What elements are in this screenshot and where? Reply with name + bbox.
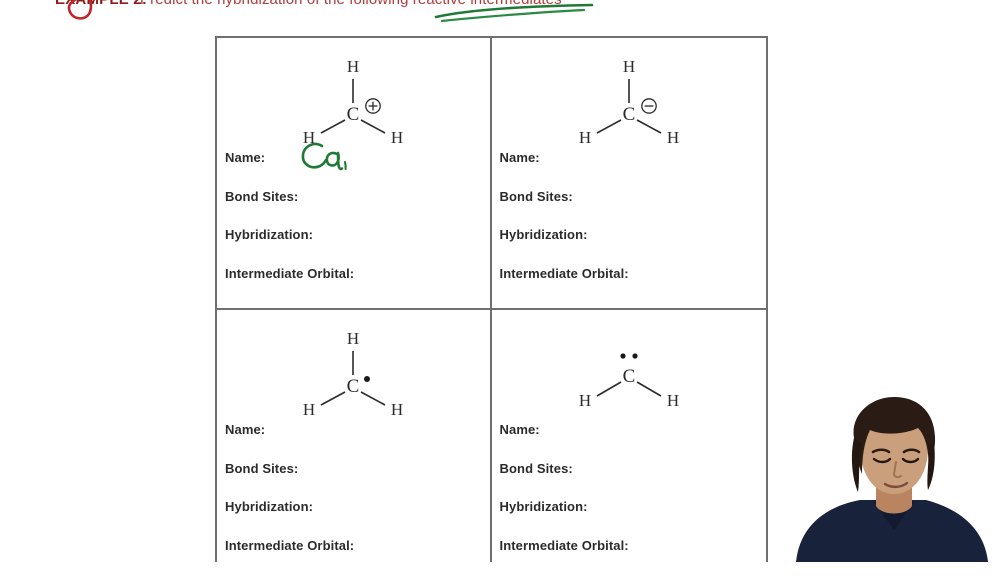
svg-text:H: H — [623, 57, 635, 76]
svg-text:C: C — [622, 366, 635, 387]
example-label: EXAMPLE 2: — [55, 0, 147, 8]
field-label-hybridization: Hybridization: — [500, 499, 588, 514]
field-row-hybridization: Hybridization: — [225, 227, 482, 266]
field-row-bond-sites: Bond Sites: — [500, 189, 759, 228]
field-row-hybridization: Hybridization: — [225, 499, 482, 538]
instructor-video-overlay[interactable] — [788, 394, 1000, 562]
field-row-bond-sites: Bond Sites: — [225, 461, 482, 500]
svg-text:C: C — [347, 104, 360, 125]
lewis-structure-carbene: C H H — [492, 320, 767, 430]
field-label-intermediate-orbital: Intermediate Orbital: — [225, 266, 354, 281]
field-row-hybridization: Hybridization: — [500, 499, 759, 538]
svg-text:H: H — [347, 329, 359, 348]
field-label-bond-sites: Bond Sites: — [225, 461, 298, 476]
svg-text:H: H — [667, 128, 679, 147]
field-label-bond-sites: Bond Sites: — [500, 189, 573, 204]
prompt-text: Predict the hybridization of the followi… — [140, 0, 562, 8]
field-label-hybridization: Hybridization: — [225, 227, 313, 242]
field-row-name: Name: — [500, 150, 759, 189]
fields-carbanion: Name: Bond Sites: Hybridization: Interme… — [500, 150, 759, 304]
svg-text:H: H — [303, 400, 315, 419]
circled-minus-icon — [642, 99, 656, 113]
field-label-intermediate-orbital: Intermediate Orbital: — [500, 538, 629, 553]
lewis-structure-radical: H C H H — [217, 320, 490, 430]
field-row-name: Name: — [500, 422, 759, 461]
svg-text:C: C — [347, 376, 360, 397]
field-label-intermediate-orbital: Intermediate Orbital: — [500, 266, 629, 281]
field-row-intermediate-orbital: Intermediate Orbital: — [225, 266, 482, 305]
svg-text:H: H — [579, 391, 591, 410]
lesson-header: EXAMPLE 2: Predict the hybridization of … — [0, 0, 1000, 17]
lone-pair-dots-icon — [620, 353, 637, 358]
circled-plus-icon — [366, 99, 380, 113]
svg-text:C: C — [622, 104, 635, 125]
fields-carbene: Name: Bond Sites: Hybridization: Interme… — [500, 422, 759, 576]
svg-text:H: H — [579, 128, 591, 147]
field-label-intermediate-orbital: Intermediate Orbital: — [225, 538, 354, 553]
radical-dot-icon — [364, 376, 370, 382]
field-answer-name — [297, 138, 367, 178]
svg-text:H: H — [391, 400, 403, 419]
svg-text:H: H — [391, 128, 403, 147]
field-label-hybridization: Hybridization: — [225, 499, 313, 514]
handwritten-answer-ca — [297, 138, 367, 174]
table-cell-carbanion: H C H H Name: Bond Sites: — [492, 38, 767, 310]
field-row-bond-sites: Bond Sites: — [500, 461, 759, 500]
field-row-name: Name: — [225, 150, 482, 189]
worksheet-table: H C H H Name: — [215, 36, 768, 562]
field-label-name: Name: — [500, 150, 540, 165]
fields-carbocation: Name: Bond Sites: Hybridization: Inte — [225, 150, 482, 304]
svg-text:H: H — [667, 391, 679, 410]
fields-radical: Name: Bond Sites: Hybridization: Interme… — [225, 422, 482, 576]
field-row-hybridization: Hybridization: — [500, 227, 759, 266]
field-label-name: Name: — [225, 150, 265, 165]
lewis-structure-carbanion: H C H H — [492, 48, 767, 158]
field-row-bond-sites: Bond Sites: — [225, 189, 482, 228]
field-label-hybridization: Hybridization: — [500, 227, 588, 242]
table-cell-radical: H C H H Name: Bond Sites: Hybridization: — [217, 310, 492, 562]
field-row-intermediate-orbital: Intermediate Orbital: — [500, 266, 759, 305]
table-cell-carbocation: H C H H Name: — [217, 38, 492, 310]
field-row-intermediate-orbital: Intermediate Orbital: — [500, 538, 759, 576]
table-cell-carbene: C H H Name: Bond Sites: Hybridization: I… — [492, 310, 767, 562]
field-label-name: Name: — [500, 422, 540, 437]
field-label-bond-sites: Bond Sites: — [225, 189, 298, 204]
field-row-name: Name: — [225, 422, 482, 461]
svg-text:H: H — [347, 57, 359, 76]
field-row-intermediate-orbital: Intermediate Orbital: — [225, 538, 482, 576]
field-label-bond-sites: Bond Sites: — [500, 461, 573, 476]
field-label-name: Name: — [225, 422, 265, 437]
